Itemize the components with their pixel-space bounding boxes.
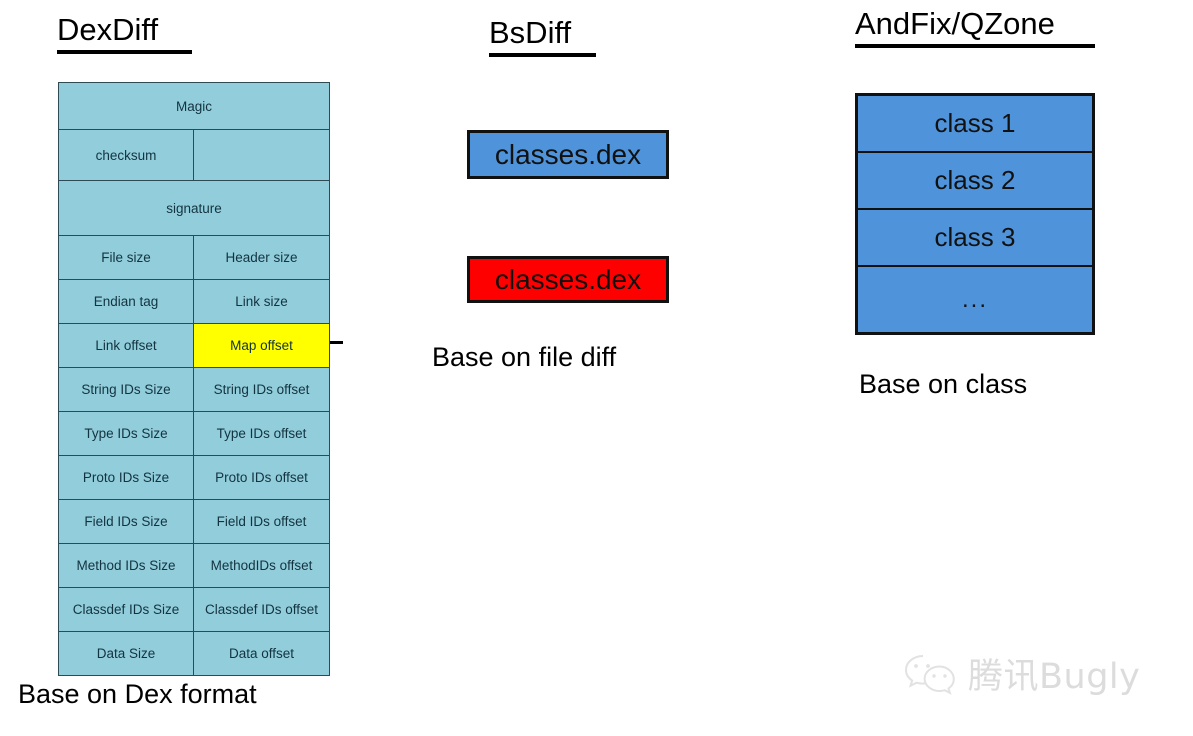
dex-field-classdef-ids-offset: Classdef IDs offset (194, 588, 329, 631)
dex-field-type-ids-offset: Type IDs offset (194, 412, 329, 455)
table-row: Link offset Map offset (59, 324, 329, 368)
table-row: Method IDs Size MethodIDs offset (59, 544, 329, 588)
dex-field-string-ids-size: String IDs Size (59, 368, 194, 411)
map-offset-pointer-icon (330, 341, 343, 344)
list-item: class 2 (858, 153, 1092, 210)
column-title-bsdiff-label: BsDiff (489, 15, 572, 50)
wechat-icon (903, 652, 959, 696)
caption-bsdiff: Base on file diff (432, 342, 617, 372)
table-row: Field IDs Size Field IDs offset (59, 500, 329, 544)
table-row: Endian tag Link size (59, 280, 329, 324)
dex-field-method-ids-size: Method IDs Size (59, 544, 194, 587)
dex-field-magic: Magic (59, 83, 329, 129)
dex-field-type-ids-size: Type IDs Size (59, 412, 194, 455)
table-row: signature (59, 181, 329, 236)
caption-andfix-qzone: Base on class (859, 369, 1028, 399)
dex-format-table: Magic checksum signature File size Heade… (58, 82, 330, 676)
watermark: 腾讯Bugly (903, 648, 1140, 699)
dex-field-map-offset: Map offset (194, 324, 329, 367)
dex-field-field-ids-offset: Field IDs offset (194, 500, 329, 543)
title-underline-bsdiff (489, 53, 596, 57)
dex-field-file-size: File size (59, 236, 194, 279)
column-title-dexdiff-label: DexDiff (57, 12, 159, 47)
dex-field-empty (194, 130, 329, 180)
table-row: Data Size Data offset (59, 632, 329, 675)
table-row: File size Header size (59, 236, 329, 280)
classes-dex-box-original: classes.dex (467, 130, 669, 179)
dex-field-field-ids-size: Field IDs Size (59, 500, 194, 543)
dex-field-proto-ids-size: Proto IDs Size (59, 456, 194, 499)
dex-field-proto-ids-offset: Proto IDs offset (194, 456, 329, 499)
dex-field-classdef-ids-size: Classdef IDs Size (59, 588, 194, 631)
column-title-andfix-qzone: AndFix/QZone (855, 8, 1095, 48)
caption-dexdiff: Base on Dex format (18, 679, 257, 709)
table-row: Proto IDs Size Proto IDs offset (59, 456, 329, 500)
title-underline-dexdiff (57, 50, 192, 54)
column-title-dexdiff: DexDiff (57, 14, 192, 54)
table-row: checksum (59, 130, 329, 181)
dex-field-link-size: Link size (194, 280, 329, 323)
table-row: Type IDs Size Type IDs offset (59, 412, 329, 456)
dex-field-data-size: Data Size (59, 632, 194, 675)
column-title-andfix-qzone-label: AndFix/QZone (855, 6, 1055, 41)
column-title-bsdiff: BsDiff (489, 17, 596, 57)
watermark-text: 腾讯Bugly (968, 657, 1141, 697)
list-item-ellipsis: ... (858, 267, 1092, 332)
dex-field-method-ids-offset: MethodIDs offset (194, 544, 329, 587)
class-list-table: class 1 class 2 class 3 ... (855, 93, 1095, 335)
dex-field-string-ids-offset: String IDs offset (194, 368, 329, 411)
dex-field-endian-tag: Endian tag (59, 280, 194, 323)
classes-dex-box-patched: classes.dex (467, 256, 669, 303)
title-underline-andfix (855, 44, 1095, 48)
list-item: class 3 (858, 210, 1092, 267)
table-row: String IDs Size String IDs offset (59, 368, 329, 412)
dex-field-header-size: Header size (194, 236, 329, 279)
dex-field-checksum: checksum (59, 130, 194, 180)
dex-field-data-offset: Data offset (194, 632, 329, 675)
table-row: Magic (59, 83, 329, 130)
table-row: Classdef IDs Size Classdef IDs offset (59, 588, 329, 632)
dex-field-signature: signature (59, 181, 329, 235)
list-item: class 1 (858, 96, 1092, 153)
dex-field-link-offset: Link offset (59, 324, 194, 367)
